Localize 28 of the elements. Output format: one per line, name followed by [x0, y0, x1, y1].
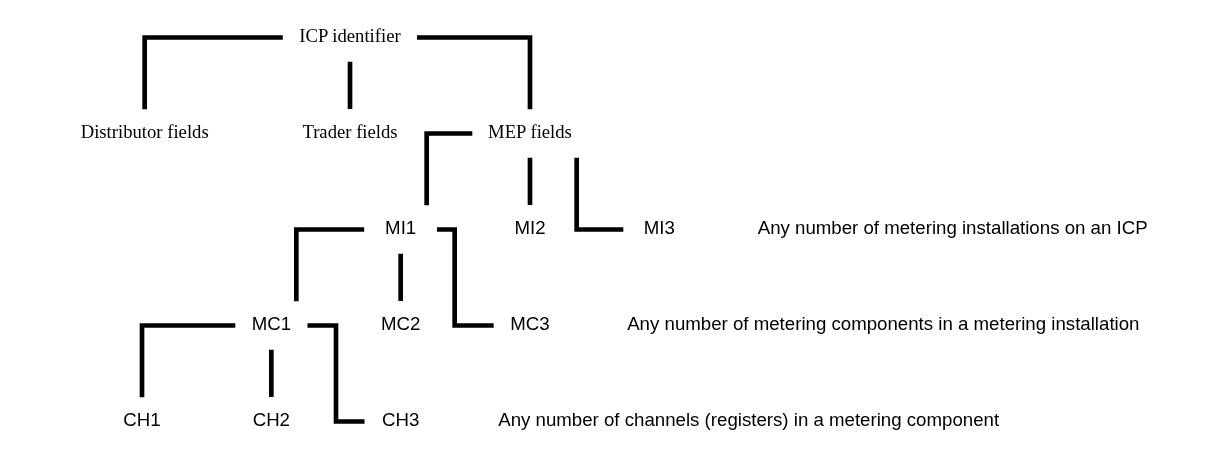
connector [142, 35, 283, 110]
connector [139, 323, 236, 398]
node-text: CH1 [123, 409, 161, 431]
label: Any number of channels (registers) in a metering component [498, 409, 1000, 431]
label: Any number of metering components in a metering installation [627, 313, 1140, 335]
node-text: MC2 [380, 313, 421, 335]
node-text: MI2 [514, 217, 546, 239]
node-text: CH2 [252, 409, 290, 431]
node-text: Distributor fields [80, 121, 209, 143]
connector [398, 253, 403, 301]
connector [417, 35, 533, 110]
node-text: Trader fields [302, 121, 398, 143]
node-text: ICP identifier [299, 25, 401, 47]
connector [527, 157, 533, 205]
connector [437, 227, 494, 328]
connector [424, 131, 473, 206]
connector [307, 323, 365, 424]
node-text: MC3 [510, 313, 550, 335]
label: Any number of metering installations on an ICP [757, 217, 1148, 239]
node-text: CH3 [382, 409, 420, 431]
connector [269, 349, 274, 397]
node-text: MI1 [385, 217, 417, 239]
connector [294, 227, 365, 302]
node-text: MC1 [251, 313, 292, 335]
node-text: MI3 [643, 217, 675, 239]
connector [347, 61, 353, 109]
connector [574, 157, 624, 232]
node-text: MEP fields [488, 121, 572, 143]
